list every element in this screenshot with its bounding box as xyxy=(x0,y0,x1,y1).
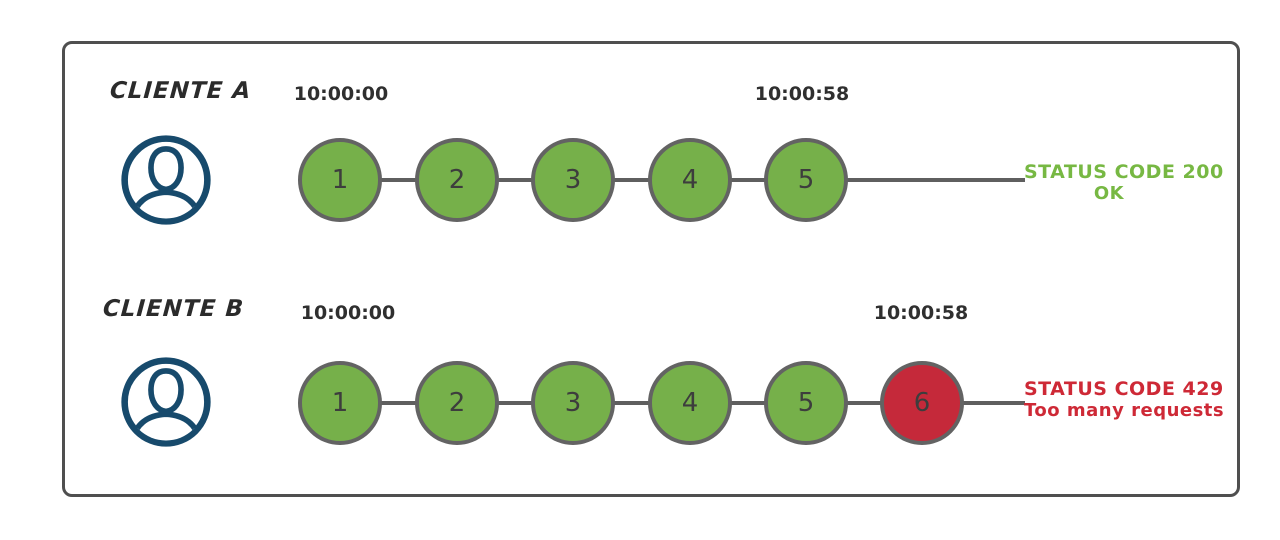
status-text-success: STATUS CODE 200 OK xyxy=(1024,161,1224,205)
request-number: 5 xyxy=(797,165,815,195)
status-code-line: STATUS CODE 429 xyxy=(1024,378,1224,400)
request-circle-a4: 4 xyxy=(648,138,732,222)
status-message-line: Too many requests xyxy=(1024,400,1225,421)
request-circle-a1: 1 xyxy=(298,138,382,222)
request-number: 3 xyxy=(564,388,582,418)
request-circle-b3: 3 xyxy=(531,361,615,445)
request-circle-b5: 5 xyxy=(764,361,848,445)
request-number: 2 xyxy=(448,165,466,195)
timestamp-end-a: 10:00:58 xyxy=(754,83,850,105)
client-b-label: CLIENTE B xyxy=(102,296,245,322)
timestamp-end-b: 10:00:58 xyxy=(873,302,969,324)
request-number: 1 xyxy=(331,388,349,418)
timestamp-start-b: 10:00:00 xyxy=(300,302,396,324)
request-circle-a2: 2 xyxy=(415,138,499,222)
timestamp-start-a: 10:00:00 xyxy=(293,83,389,105)
user-avatar-icon xyxy=(121,357,211,447)
status-message-line: OK xyxy=(1093,183,1125,204)
request-number: 4 xyxy=(681,388,699,418)
request-circle-b6-rejected: 6 xyxy=(880,361,964,445)
diagram-frame xyxy=(62,41,1240,497)
request-circle-a5: 5 xyxy=(764,138,848,222)
request-circle-b1: 1 xyxy=(298,361,382,445)
request-number: 3 xyxy=(564,165,582,195)
client-a-label: CLIENTE A xyxy=(109,78,253,104)
request-circle-b4: 4 xyxy=(648,361,732,445)
user-avatar-icon xyxy=(121,135,211,225)
request-number: 6 xyxy=(913,388,931,418)
request-circle-b2: 2 xyxy=(415,361,499,445)
status-code-line: STATUS CODE 200 xyxy=(1024,161,1224,183)
request-number: 5 xyxy=(797,388,815,418)
request-number: 1 xyxy=(331,165,349,195)
request-number: 2 xyxy=(448,388,466,418)
request-circle-a3: 3 xyxy=(531,138,615,222)
status-text-error: STATUS CODE 429 Too many requests xyxy=(1024,378,1225,422)
request-number: 4 xyxy=(681,165,699,195)
